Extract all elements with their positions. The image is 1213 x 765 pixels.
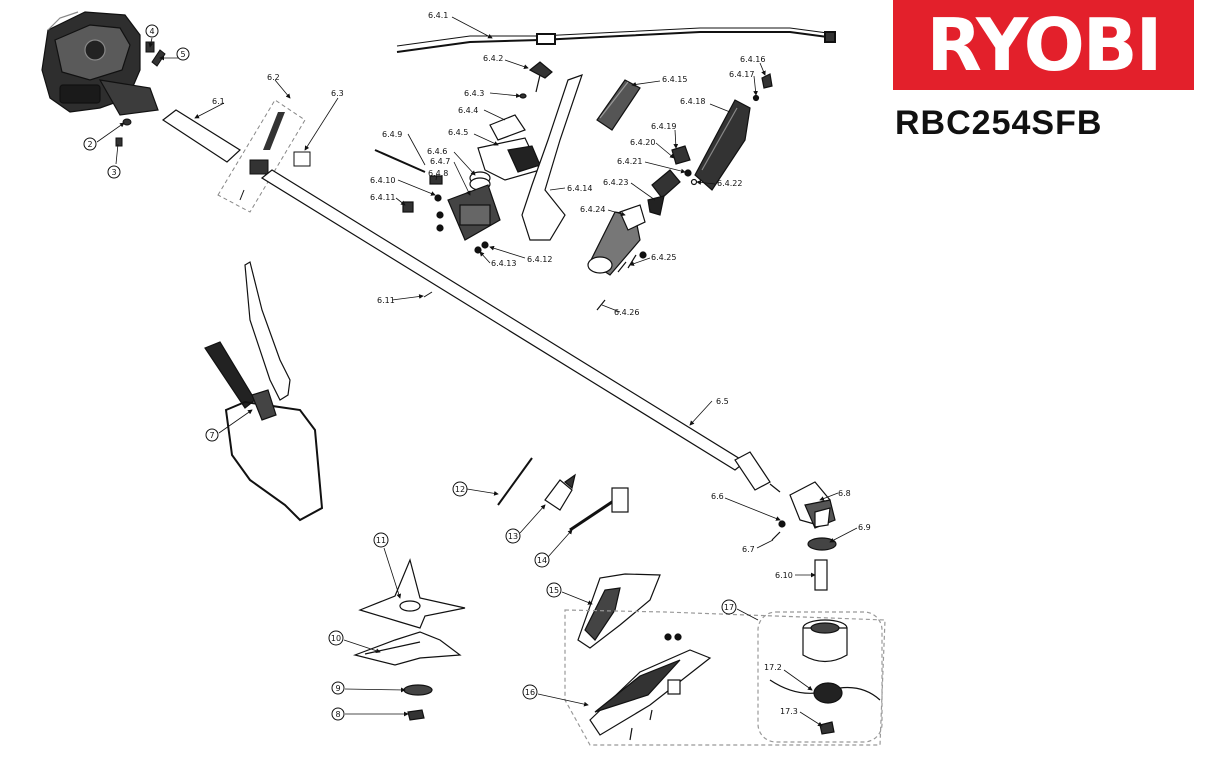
tool-parts [497, 457, 629, 532]
label-6-8: 6.8 [838, 489, 851, 498]
label-6-4-14: 6.4.14 [567, 184, 592, 193]
callout-13: 13 [505, 528, 521, 544]
blade-parts [352, 558, 466, 721]
label-6-4-6: 6.4.6 [427, 147, 447, 156]
label-6-3: 6.3 [331, 89, 344, 98]
guard-parts [564, 573, 886, 746]
part-labels: 6.4.1 6.4.2 6.4.3 6.4.4 6.4.5 6.4.9 6.4.… [212, 11, 871, 716]
callout-16: 16 [522, 684, 538, 700]
callout-10: 10 [328, 630, 344, 646]
callout-7: 7 [205, 428, 219, 442]
svg-text:7: 7 [209, 431, 214, 440]
screw-611 [423, 291, 433, 298]
label-6-4-5: 6.4.5 [448, 128, 468, 137]
callout-circles: 2 3 4 5 7 12 13 14 11 15 10 9 8 16 17 [83, 24, 737, 721]
drive-shaft-tube [161, 109, 241, 163]
label-6-4-10: 6.4.10 [370, 176, 395, 185]
label-6-10: 6.10 [775, 571, 793, 580]
callout-8: 8 [331, 707, 345, 721]
svg-text:3: 3 [111, 168, 116, 177]
callout-17: 17 [721, 599, 737, 615]
label-6-4-15: 6.4.15 [662, 75, 687, 84]
label-6-4-23: 6.4.23 [603, 178, 628, 187]
label-6-4-17: 6.4.17 [729, 70, 754, 79]
handle-assembly-parts [374, 61, 773, 311]
svg-text:8: 8 [335, 710, 340, 719]
label-6-4-3: 6.4.3 [464, 89, 484, 98]
label-6-4-16: 6.4.16 [740, 55, 765, 64]
svg-text:4: 4 [149, 27, 154, 36]
shoulder-harness [204, 261, 324, 522]
callout-3: 3 [107, 165, 121, 179]
svg-text:14: 14 [537, 556, 547, 565]
throttle-cable [396, 27, 836, 53]
svg-text:15: 15 [549, 586, 559, 595]
label-6-6: 6.6 [711, 492, 724, 501]
label-6-4-7: 6.4.7 [430, 157, 450, 166]
label-6-4-22: 6.4.22 [717, 179, 742, 188]
callout-5: 5 [176, 47, 190, 61]
label-6-4-4: 6.4.4 [458, 106, 478, 115]
label-6-5: 6.5 [716, 397, 729, 406]
svg-text:11: 11 [376, 536, 386, 545]
label-6-9: 6.9 [858, 523, 871, 532]
model-number: RBC254SFB [895, 104, 1103, 142]
svg-text:16: 16 [525, 688, 535, 697]
svg-text:13: 13 [508, 532, 518, 541]
engine-assembly [41, 11, 159, 116]
main-shaft [260, 169, 781, 493]
label-6-7: 6.7 [742, 545, 755, 554]
label-6-4-21: 6.4.21 [617, 157, 642, 166]
callout-2: 2 [83, 137, 97, 151]
bracket-group [217, 99, 306, 213]
leader-lines [96, 16, 858, 727]
label-6-4-24: 6.4.24 [580, 205, 605, 214]
svg-text:17: 17 [724, 603, 734, 612]
label-6-4-19: 6.4.19 [651, 122, 676, 131]
label-6-4-13: 6.4.13 [491, 259, 516, 268]
label-6-4-12: 6.4.12 [527, 255, 552, 264]
label-17-3: 17.3 [780, 707, 798, 716]
callout-14: 14 [534, 552, 550, 568]
label-17-2: 17.2 [764, 663, 782, 672]
svg-text:9: 9 [335, 684, 340, 693]
label-6-2: 6.2 [267, 73, 280, 82]
label-6-1: 6.1 [212, 97, 225, 106]
label-6-4-8: 6.4.8 [428, 169, 448, 178]
label-6-4-18: 6.4.18 [680, 97, 705, 106]
callout-15: 15 [546, 582, 562, 598]
label-6-4-11: 6.4.11 [370, 193, 395, 202]
callout-12: 12 [452, 481, 468, 497]
svg-text:10: 10 [331, 634, 341, 643]
label-6-4-26: 6.4.26 [614, 308, 639, 317]
label-6-4-2: 6.4.2 [483, 54, 503, 63]
callout-9: 9 [331, 681, 345, 695]
gear-head-parts [771, 481, 837, 591]
callout-11: 11 [373, 532, 389, 548]
label-6-4-25: 6.4.25 [651, 253, 676, 262]
svg-text:5: 5 [180, 50, 185, 59]
label-6-4-20: 6.4.20 [630, 138, 655, 147]
svg-text:12: 12 [455, 485, 465, 494]
callout-4: 4 [145, 24, 159, 38]
trimmer-head-group [757, 611, 883, 743]
label-6-4-9: 6.4.9 [382, 130, 402, 139]
clamp-part [293, 151, 311, 167]
label-6-11: 6.11 [377, 296, 395, 305]
ryobi-logo: RYOBI [893, 0, 1194, 90]
logo-text: RYOBI [926, 3, 1163, 87]
label-6-4-1: 6.4.1 [428, 11, 448, 20]
svg-text:2: 2 [87, 140, 92, 149]
